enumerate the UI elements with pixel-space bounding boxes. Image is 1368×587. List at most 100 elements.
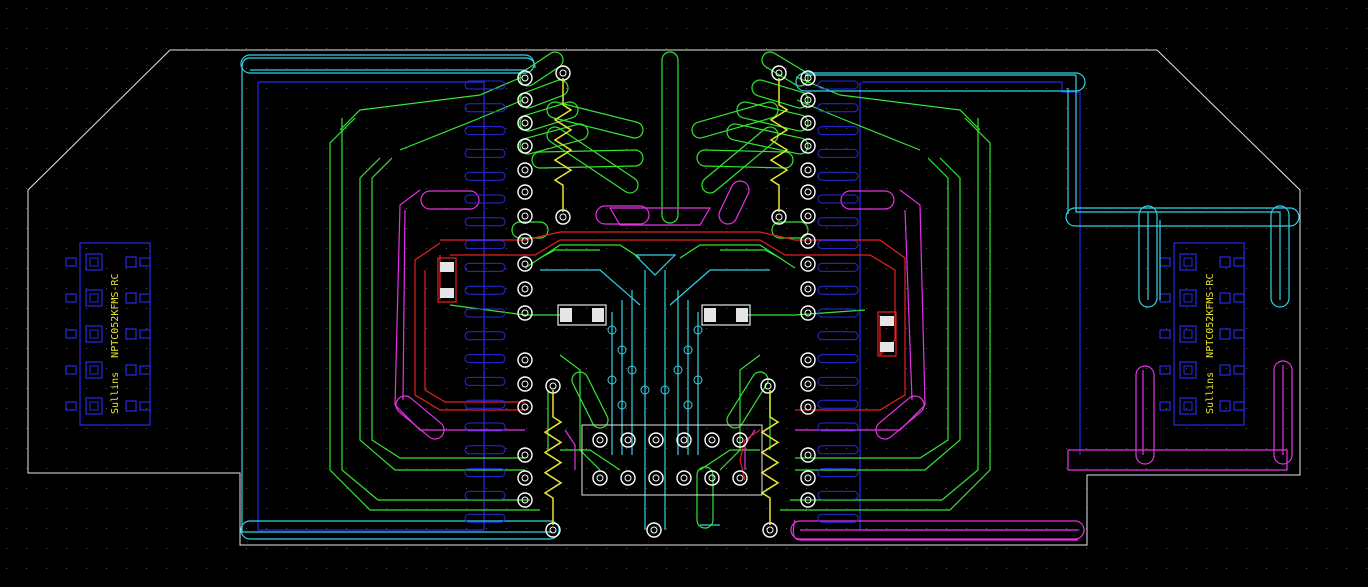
grid-dot xyxy=(626,368,627,369)
zigzag-resistor-icon xyxy=(769,78,789,212)
grid-dot xyxy=(786,508,787,509)
grid-dot xyxy=(1266,268,1267,269)
grid-dot xyxy=(386,48,387,49)
grid-dot xyxy=(1146,68,1147,69)
grid-dot xyxy=(86,448,87,449)
grid-dot xyxy=(586,508,587,509)
grid-dot xyxy=(326,208,327,209)
grid-dot xyxy=(1186,328,1187,329)
grid-dot xyxy=(666,388,667,389)
via-hole xyxy=(804,119,812,127)
grid-dot xyxy=(1006,468,1007,469)
grid-dot xyxy=(306,68,307,69)
header-pin xyxy=(817,194,859,204)
grid-dot xyxy=(1206,228,1207,229)
grid-dot xyxy=(526,468,527,469)
grid-dot xyxy=(966,168,967,169)
grid-dot xyxy=(306,388,307,389)
grid-dot xyxy=(726,248,727,249)
grid-dot xyxy=(186,388,187,389)
grid-dot xyxy=(1306,508,1307,509)
grid-dot xyxy=(686,328,687,329)
grid-dot xyxy=(86,28,87,29)
grid-dot xyxy=(826,268,827,269)
grid-dot xyxy=(706,288,707,289)
grid-dot xyxy=(1006,8,1007,9)
grid-dot xyxy=(366,48,367,49)
via-hole xyxy=(521,403,529,411)
grid-dot xyxy=(546,448,547,449)
grid-dot xyxy=(1306,128,1307,129)
grid-dot xyxy=(446,48,447,49)
grid-dot xyxy=(1186,408,1187,409)
grid-dot xyxy=(1006,208,1007,209)
grid-dot xyxy=(246,408,247,409)
grid-dot xyxy=(926,288,927,289)
grid-dot xyxy=(826,528,827,529)
grid-dot xyxy=(426,228,427,229)
grid-dot xyxy=(406,108,407,109)
grid-dot xyxy=(966,68,967,69)
grid-dot xyxy=(226,448,227,449)
grid-dot xyxy=(206,428,207,429)
grid-dot xyxy=(1126,568,1127,569)
grid-dot xyxy=(1186,348,1187,349)
grid-dot xyxy=(626,288,627,289)
grid-dot xyxy=(1166,168,1167,169)
grid-dot xyxy=(526,8,527,9)
grid-dot xyxy=(986,68,987,69)
grid-dot xyxy=(1166,428,1167,429)
grid-dot xyxy=(1166,508,1167,509)
grid-dot xyxy=(206,368,207,369)
grid-dot xyxy=(1046,348,1047,349)
grid-dot xyxy=(46,568,47,569)
grid-dot xyxy=(1006,428,1007,429)
grid-dot xyxy=(946,68,947,69)
grid-dot xyxy=(686,428,687,429)
grid-dot xyxy=(666,48,667,49)
grid-dot xyxy=(1066,408,1067,409)
grid-dot xyxy=(686,508,687,509)
grid-dot xyxy=(226,408,227,409)
header-pin xyxy=(817,240,859,250)
grid-dot xyxy=(646,428,647,429)
grid-dot xyxy=(106,268,107,269)
grid-dot xyxy=(906,348,907,349)
ic-pads xyxy=(592,432,748,486)
grid-dot xyxy=(1066,248,1067,249)
grid-dot xyxy=(346,488,347,489)
grid-dot xyxy=(926,128,927,129)
grid-dot xyxy=(386,448,387,449)
grid-dot xyxy=(286,88,287,89)
grid-dot xyxy=(1006,128,1007,129)
grid-dot xyxy=(606,48,607,49)
grid-dot xyxy=(706,88,707,89)
grid-dot xyxy=(166,228,167,229)
grid-dot xyxy=(26,468,27,469)
connector-pad xyxy=(1219,256,1231,268)
grid-dot xyxy=(926,8,927,9)
grid-dot xyxy=(466,288,467,289)
grid-dot xyxy=(666,508,667,509)
grid-dot xyxy=(26,288,27,289)
grid-dot xyxy=(6,448,7,449)
grid-dot xyxy=(1226,88,1227,89)
grid-dot xyxy=(1366,328,1367,329)
grid-dot xyxy=(86,528,87,529)
grid-dot xyxy=(626,8,627,9)
grid-dot xyxy=(86,548,87,549)
grid-dot xyxy=(166,208,167,209)
grid-dot xyxy=(986,108,987,109)
grid-dot xyxy=(1126,408,1127,409)
grid-dot xyxy=(966,8,967,9)
zigzag-resistor-icon xyxy=(553,78,573,212)
grid-dot xyxy=(786,388,787,389)
grid-dot xyxy=(146,408,147,409)
grid-dot xyxy=(66,228,67,229)
grid-dot xyxy=(286,248,287,249)
grid-dot xyxy=(1166,348,1167,349)
via-hole xyxy=(775,213,783,221)
connector-pin-stub xyxy=(1159,365,1171,375)
via-ring-icon xyxy=(517,208,533,224)
grid-dot xyxy=(446,68,447,69)
